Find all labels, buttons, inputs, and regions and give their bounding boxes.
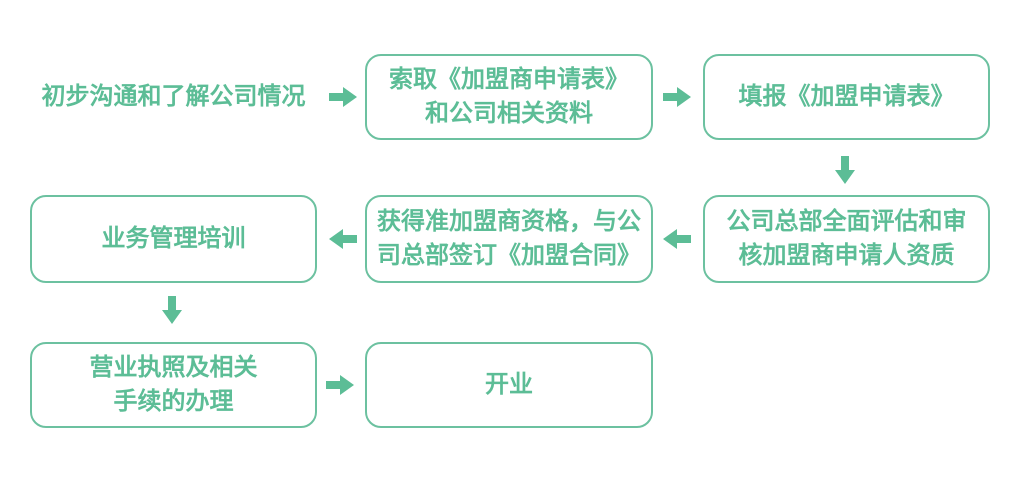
- flow-step-business-management-training: 业务管理培训: [30, 195, 317, 283]
- flow-step-qualification-and-contract: 获得准加盟商资格，与公 司总部签订《加盟合同》: [365, 195, 653, 283]
- flow-step-initial-communication: 初步沟通和了解公司情况: [41, 83, 306, 110]
- arrow-left-icon: [329, 228, 357, 250]
- flow-step-fill-application-form: 填报《加盟申请表》: [703, 54, 990, 140]
- arrow-right-icon: [326, 374, 354, 396]
- flow-step-hq-evaluation: 公司总部全面评估和审 核加盟商申请人资质: [703, 195, 990, 283]
- flow-step-opening: 开业: [365, 342, 653, 428]
- arrow-right-icon: [663, 86, 691, 108]
- flow-step-business-license-procedures: 营业执照及相关 手续的办理: [30, 342, 317, 428]
- arrow-down-icon: [834, 156, 856, 184]
- flow-step-request-application-form: 索取《加盟商申请表》 和公司相关资料: [365, 54, 653, 140]
- arrow-right-icon: [329, 86, 357, 108]
- arrow-down-icon: [161, 296, 183, 324]
- arrow-left-icon: [663, 228, 691, 250]
